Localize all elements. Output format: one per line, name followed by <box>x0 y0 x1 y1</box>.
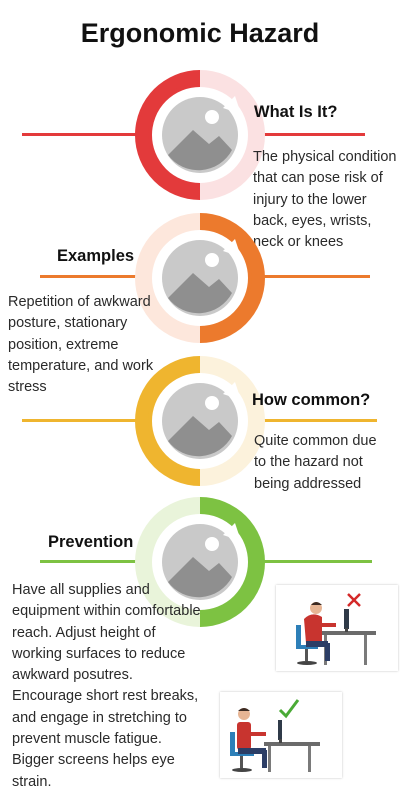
section-2-circle <box>135 213 265 343</box>
image-placeholder-icon <box>162 239 241 316</box>
section-2-text: Repetition of awkward posture, stationar… <box>8 294 154 396</box>
section-3-circle <box>135 356 265 486</box>
section-1-text: The physical condition that can pose ris… <box>253 149 397 251</box>
section-4-heading: Prevention <box>48 533 134 551</box>
red-x-icon <box>347 593 361 607</box>
good-posture-illustration <box>220 692 342 778</box>
section-3-heading: How common? <box>252 391 371 409</box>
section-4-text: Have all supplies and equipment within c… <box>12 582 201 790</box>
section-2-heading: Examples <box>57 247 135 265</box>
green-check-icon <box>278 699 300 719</box>
image-placeholder-icon <box>162 96 241 173</box>
bad-posture-illustration <box>276 585 398 671</box>
section-4-circle <box>135 497 265 627</box>
section-3-text: Quite common due to the hazard not being… <box>254 433 377 492</box>
page-title: Ergonomic Hazard <box>80 18 320 48</box>
section-1-heading: What Is It? <box>254 103 338 121</box>
image-placeholder-icon <box>162 523 241 600</box>
section-1-circle <box>135 70 265 200</box>
image-placeholder-icon <box>162 382 241 459</box>
